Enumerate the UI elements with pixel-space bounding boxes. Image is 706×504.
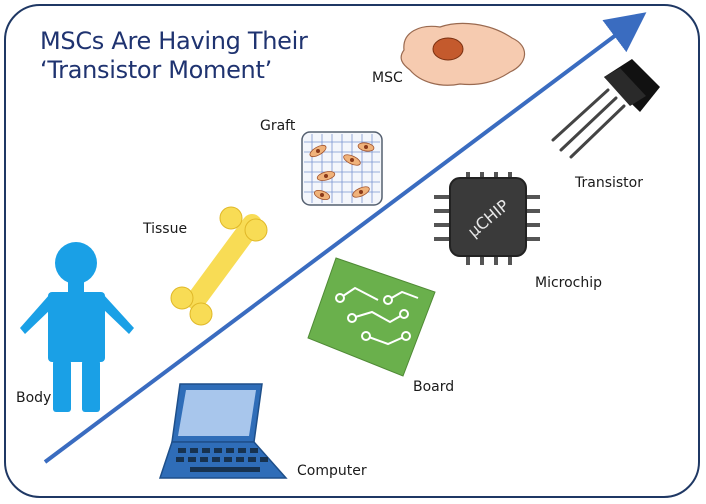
title-line-1: MSCs Are Having Their — [40, 27, 308, 55]
label-board: Board — [413, 379, 455, 395]
diagram-frame — [4, 4, 700, 498]
cell-graft-icon — [301, 131, 383, 206]
transistor-icon — [551, 59, 660, 159]
human-body-icon — [20, 242, 134, 412]
label-graft: Graft — [260, 118, 296, 134]
microchip-icon: µCHIP — [434, 172, 540, 265]
progression-arrow — [43, 12, 647, 464]
label-body: Body — [16, 390, 52, 406]
circuit-board-icon — [307, 257, 436, 377]
diagram-title: MSCs Are Having Their ‘Transistor Moment… — [40, 27, 308, 85]
label-tissue: Tissue — [143, 221, 188, 237]
label-msc: MSC — [372, 70, 403, 86]
bone-icon — [170, 206, 268, 326]
label-computer: Computer — [297, 463, 367, 479]
laptop-icon — [158, 383, 288, 479]
label-transistor: Transistor — [575, 175, 643, 191]
label-microchip: Microchip — [535, 275, 603, 291]
msc-cell-icon — [400, 22, 526, 86]
title-line-2: ‘Transistor Moment’ — [40, 56, 272, 84]
